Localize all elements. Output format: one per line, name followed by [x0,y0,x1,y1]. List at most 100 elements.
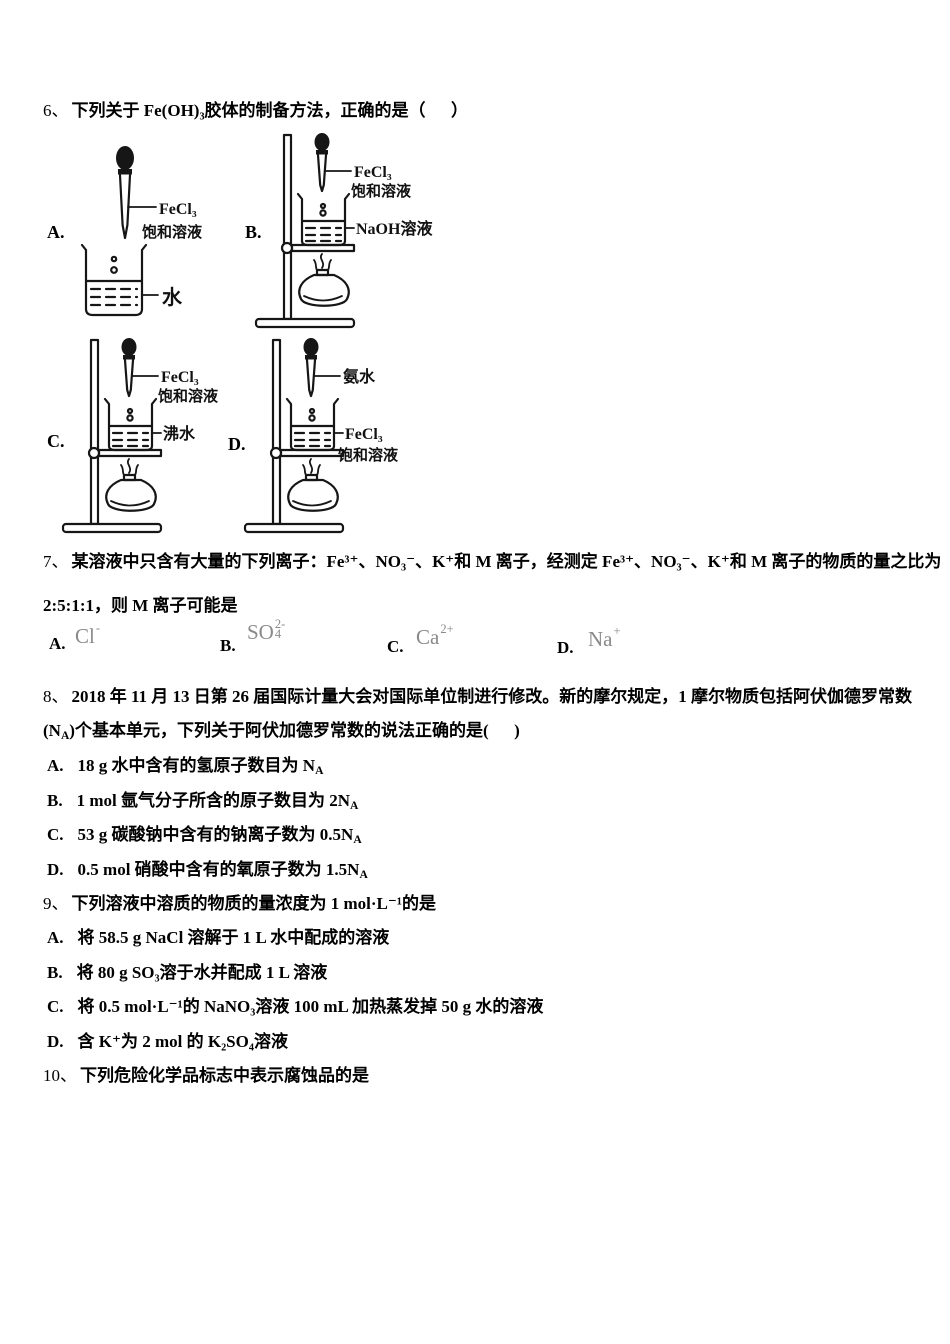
option-letter: A. [47,756,64,775]
diagram-a-dropper-label-1: FeCl₃ [159,201,197,218]
apparatus-diagram-d: 氨水 FeCl₃ 饱和溶液 [243,338,399,534]
option-letter: C. [47,825,64,844]
option-text: 1 mol 氩气分子所含的原子数目为 2NA [76,791,359,812]
diagram-d-beaker-label-2: 饱和溶液 [338,446,399,464]
question-9-title: 9、下列溶液中溶质的物质的量浓度为 1 mol·L⁻¹的是 [43,893,436,914]
flame-icon [302,458,321,476]
option-letter: B. [47,791,63,810]
option-7a-letter: A. [49,634,66,653]
question-10-text: 下列危险化学品标志中表示腐蚀品的是 [80,1066,369,1085]
drop-icon [319,202,327,210]
diagram-letter-b: B. [245,222,262,242]
diagram-d-dropper-label-1: 氨水 [343,367,376,386]
beaker-icon [296,192,355,247]
beaker-icon [103,397,162,452]
diagram-a-beaker-label: 水 [162,286,183,309]
flame-icon [120,458,139,476]
flame-icon [313,253,332,271]
drop-icon [126,414,134,422]
diagram-b-dropper-label-1: FeCl₃ [354,164,392,181]
option-text: 含 K⁺为 2 mol 的 K₂SO₄溶液 [77,1032,288,1051]
diagram-d-beaker-label-1: FeCl₃ [345,426,383,443]
option-text: 0.5 mol 硝酸中含有的氧原子数为 1.5NA [77,860,368,881]
question-7-text: 某溶液中只含有大量的下列离子：Fe³⁺、NO₃⁻、K⁺和 M 离子，经测定 Fe… [71,552,942,571]
option-letter: B. [47,963,63,982]
drop-icon [319,209,327,217]
question-6-title: 6、下列关于 Fe(OH)₃胶体的制备方法，正确的是（ ） [43,100,468,121]
option-9b: B. 将 80 g SO₃溶于水并配成 1 L 溶液 [47,962,327,983]
formula-base: Ca [416,625,440,649]
drop-icon [110,266,118,274]
diagram-b-beaker-label: NaOH溶液 [356,219,433,238]
option-letter: C. [47,997,64,1016]
option-letter: D. [47,860,64,879]
diagram-c-dropper-label-2: 饱和溶液 [158,387,219,405]
diagram-letter-d: D. [228,434,246,454]
formula-sup: 2+ [440,622,454,636]
diagram-c-beaker-label: 沸水 [163,424,196,443]
option-text: 18 g 水中含有的氢原子数目为 NA [77,756,324,777]
drop-icon [110,255,118,263]
option-text: 将 80 g SO₃溶于水并配成 1 L 溶液 [76,963,328,982]
option-8d: D. 0.5 mol 硝酸中含有的氧原子数为 1.5NA [47,859,368,880]
question-8-number: 8、 [43,687,69,706]
dropper-icon [121,338,159,398]
beaker-icon [285,397,344,452]
chem-formula-7a: Cl- [75,621,101,648]
question-9-text: 下列溶液中溶质的物质的量浓度为 1 mol·L⁻¹的是 [71,894,436,913]
question-8-text-line1: 8、2018 年 11 月 13 日第 26 届国际计量大会对国际单位制进行修改… [43,686,912,707]
dropper-icon [314,133,352,193]
alcohol-burner-icon [287,458,339,512]
option-letter: A. [47,928,64,947]
diagram-c-dropper-label-1: FeCl₃ [161,369,199,386]
alcohol-burner-icon [298,253,350,307]
ring-stand-icon [254,133,356,329]
apparatus-diagram-a: FeCl₃ 饱和溶液 水 [80,146,203,317]
question-7-text-line2: 2:5:1:1，则 M 离子可能是 [43,596,238,615]
option-8a: A. 18 g 水中含有的氢原子数目为 NA [47,755,323,776]
dropper-icon [116,146,157,240]
option-7b-letter: B. [220,636,236,655]
alcohol-burner-icon [105,458,157,512]
option-letter: D. [47,1032,64,1051]
question-6-text: 下列关于 Fe(OH)₃胶体的制备方法，正确的是（ ） [71,101,469,120]
diagram-letter-c: C. [47,431,65,451]
option-9d: D. 含 K⁺为 2 mol 的 K₂SO₄溶液 [47,1031,288,1052]
question-7-text-line1: 7、某溶液中只含有大量的下列离子：Fe³⁺、NO₃⁻、K⁺和 M 离子，经测定 … [43,551,941,572]
question-8-text-line2: (NA)个基本单元，下列关于阿伏加德罗常数的说法正确的是( ) [43,721,520,742]
formula-sup: - [95,621,101,635]
diagram-a-dropper-label-2: 饱和溶液 [142,223,203,241]
drop-icon [126,407,134,415]
diagram-letter-a: A. [47,222,65,242]
ring-stand-icon [243,338,345,534]
option-text: 将 0.5 mol·L⁻¹的 NaNO₃溶液 100 mL 加热蒸发掉 50 g… [77,997,544,1016]
option-text: 将 58.5 g NaCl 溶解于 1 L 水中配成的溶液 [77,928,390,947]
ring-stand-icon [61,338,163,534]
apparatus-diagram-b: FeCl₃ 饱和溶液 NaOH溶液 [254,133,433,329]
diagram-b-dropper-label-2: 饱和溶液 [351,182,412,200]
option-7d-letter: D. [557,638,574,657]
beaker-icon [80,243,159,317]
option-8c: C. 53 g 碳酸钠中含有的钠离子数为 0.5NA [47,824,362,845]
question-10-number: 10、 [43,1066,77,1085]
formula-base: Cl [75,624,95,648]
formula-base: SO [247,620,274,644]
formula-sub: 4 [274,627,282,641]
chem-formula-7d: Na+ [588,624,621,651]
formula-base: Na [588,627,613,651]
question-9-number: 9、 [43,894,69,913]
question-6-number: 6、 [43,101,69,120]
dropper-icon [303,338,341,398]
formula-sup: 2- [274,617,286,631]
formula-sup: + [613,624,621,638]
option-7c-letter: C. [387,637,404,656]
question-8-text: 2018 年 11 月 13 日第 26 届国际计量大会对国际单位制进行修改。新… [71,687,913,706]
drop-icon [308,407,316,415]
question-10-title: 10、下列危险化学品标志中表示腐蚀品的是 [43,1065,369,1086]
option-8b: B. 1 mol 氩气分子所含的原子数目为 2NA [47,790,358,811]
drop-icon [308,414,316,422]
question-7-number: 7、 [43,552,69,571]
option-text: 53 g 碳酸钠中含有的钠离子数为 0.5NA [77,825,362,846]
